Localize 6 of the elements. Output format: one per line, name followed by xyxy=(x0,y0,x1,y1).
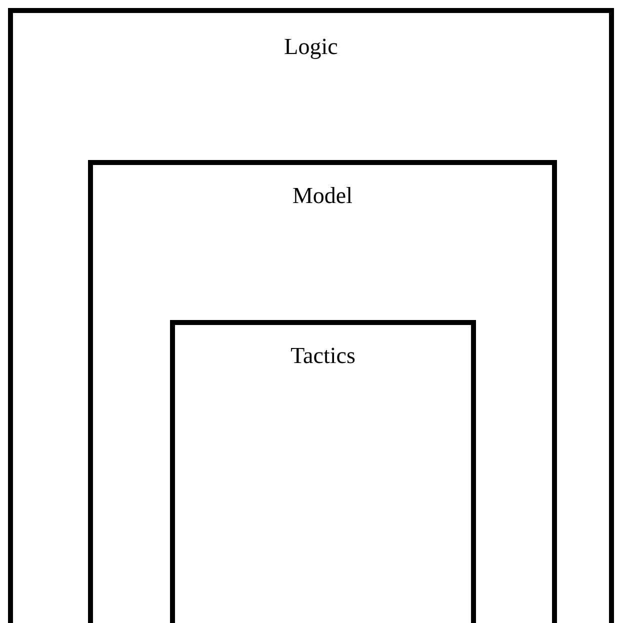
nested-box xyxy=(170,320,476,623)
box-title: Tactics xyxy=(290,342,356,370)
box-title: Logic xyxy=(284,33,338,61)
box-title: Model xyxy=(292,182,353,210)
nested-box xyxy=(8,8,614,623)
nested-box xyxy=(88,160,557,623)
